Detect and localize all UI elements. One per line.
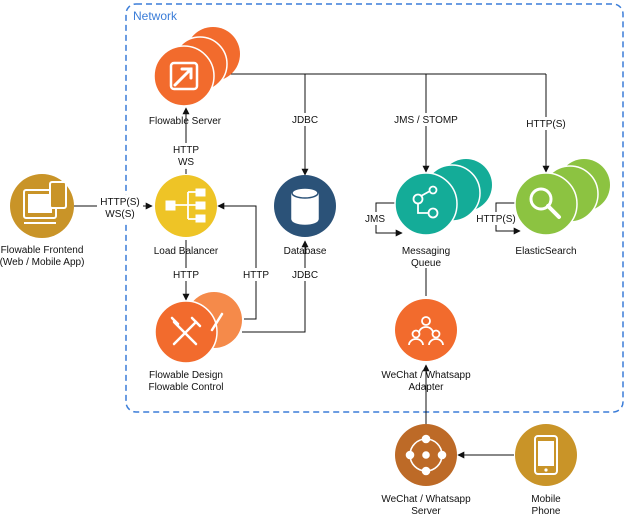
node-label-line2: Phone: [532, 506, 561, 516]
svg-text:HTTP(S): HTTP(S): [100, 197, 139, 208]
label-server-db: JDBC: [290, 113, 320, 126]
svg-text:JMS: JMS: [365, 214, 385, 225]
svg-text:HTTP: HTTP: [243, 270, 269, 281]
label-server-mq: JMS / STOMP: [385, 113, 467, 126]
svg-text:WS(S): WS(S): [105, 209, 134, 220]
magnifier-icon: [529, 187, 561, 219]
node-label-line2: Queue: [411, 258, 441, 269]
people-group-icon: [408, 316, 444, 346]
svg-text:HTTP(S): HTTP(S): [476, 214, 515, 225]
node-flowable-server: Flowable Server: [149, 27, 240, 127]
monitor-phone-icon: [23, 181, 67, 224]
node-label-line1: Flowable Frontend: [1, 245, 84, 256]
svg-text:JMS / STOMP: JMS / STOMP: [394, 115, 458, 126]
node-load-balancer: Load Balancer: [154, 175, 219, 257]
node-wechat-server: WeChat / Whatsapp Server: [381, 424, 471, 516]
svg-text:HTTP(S): HTTP(S): [526, 119, 565, 130]
pen-icon: [210, 312, 224, 332]
node-label-line2: (Web / Mobile App): [0, 257, 84, 268]
smartphone-icon: [534, 435, 558, 475]
database-cylinder-icon: [291, 187, 319, 225]
flowable-arrow-icon: [169, 61, 199, 91]
node-label: Database: [284, 246, 327, 257]
hierarchy-icon: [165, 188, 206, 223]
node-label-line1: Mobile: [531, 494, 561, 505]
label-es-loop: HTTP(S): [474, 212, 518, 225]
node-flowable-frontend: Flowable Frontend (Web / Mobile App): [0, 174, 84, 268]
node-database: Database: [274, 175, 336, 257]
svg-text:JDBC: JDBC: [292, 115, 318, 126]
node-label: Load Balancer: [154, 246, 219, 257]
network-people-icon: [405, 434, 447, 476]
label-server-es: HTTP(S): [524, 117, 568, 130]
label-design-db: JDBC: [290, 268, 320, 281]
node-label-line2: Adapter: [408, 382, 444, 393]
label-lb-server: HTTP WS: [170, 143, 202, 169]
node-label: ElasticSearch: [515, 246, 576, 257]
node-label: Flowable Server: [149, 116, 222, 127]
tools-icon: [170, 316, 202, 346]
node-flowable-design: Flowable Design Flowable Control: [148, 292, 242, 393]
node-messaging-queue: Messaging Queue: [394, 159, 492, 269]
svg-text:JDBC: JDBC: [292, 270, 318, 281]
label-queue-loop: JMS: [360, 212, 390, 225]
node-wechat-adapter: WeChat / Whatsapp Adapter: [381, 299, 471, 393]
node-mobile-phone: Mobile Phone: [515, 424, 577, 516]
node-label-line2: Server: [411, 506, 441, 516]
node-label-line1: WeChat / Whatsapp: [381, 370, 471, 381]
label-frontend-lb: HTTP(S) WS(S): [97, 195, 143, 221]
network-label: Network: [133, 9, 178, 23]
node-label-line1: WeChat / Whatsapp: [381, 494, 471, 505]
node-label-line2: Flowable Control: [148, 382, 223, 393]
svg-text:HTTP: HTTP: [173, 145, 199, 156]
edge-design-lb: [217, 202, 257, 320]
node-elasticsearch: ElasticSearch: [514, 159, 610, 257]
label-design-lb: HTTP: [240, 268, 272, 281]
label-lb-design: HTTP: [170, 268, 202, 281]
node-label-line1: Flowable Design: [149, 370, 223, 381]
svg-text:HTTP: HTTP: [173, 270, 199, 281]
share-nodes-icon: [412, 185, 439, 219]
svg-text:WS: WS: [178, 157, 194, 168]
node-label-line1: Messaging: [402, 246, 450, 257]
